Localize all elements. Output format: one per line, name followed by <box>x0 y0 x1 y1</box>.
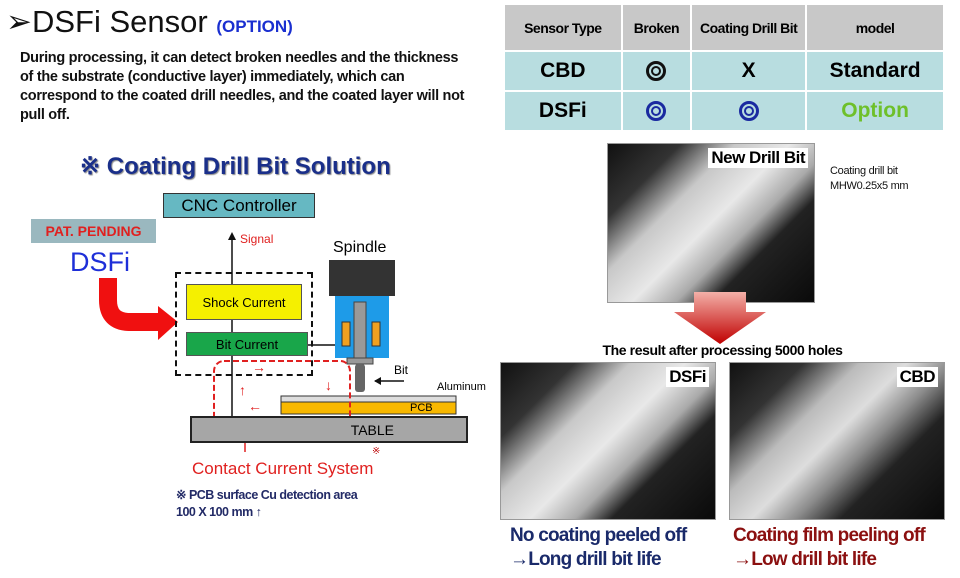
header-coating: Coating Drill Bit <box>692 5 806 50</box>
title-text: DSFi Sensor <box>31 4 208 39</box>
double-circle-icon <box>622 92 691 130</box>
dsfi-label: DSFi <box>70 247 130 277</box>
new-drill-photo: New Drill Bit <box>607 143 815 303</box>
svg-text:↑: ↑ <box>239 382 246 398</box>
double-circle-icon <box>622 52 691 90</box>
dsfi-photo-label: DSFi <box>666 367 709 387</box>
table-block: TABLE <box>190 416 468 443</box>
signal-label: Signal <box>240 232 274 246</box>
cbd-photo-label: CBD <box>896 367 938 387</box>
bit-label: Bit <box>394 363 409 377</box>
header-model: model <box>807 5 943 50</box>
page-title: ➢DSFi Sensor (OPTION) <box>6 4 293 40</box>
cell-model: Option <box>807 92 943 130</box>
down-arrow-icon <box>674 292 766 344</box>
patent-pending-label: PAT. PENDING <box>31 219 156 243</box>
double-circle-icon <box>692 92 806 130</box>
cell-coating: X <box>692 52 806 90</box>
dsfi-caption: No coating peeled off→Long drill bit lif… <box>510 525 687 570</box>
spindle-head <box>329 260 395 296</box>
cnc-controller-box: CNC Controller <box>163 193 315 218</box>
header-sensor-type: Sensor Type <box>505 5 621 50</box>
header-broken: Broken <box>622 5 691 50</box>
table-row: DSFi Option <box>505 92 943 130</box>
spindle-label: Spindle <box>333 239 387 256</box>
svg-text:←: ← <box>248 398 262 414</box>
cell-type: DSFi <box>505 92 621 130</box>
pcb-label: PCB <box>410 402 433 414</box>
diagram-lines: → ↓ ↑ ← <box>99 232 457 452</box>
description: During processing, it can detect broken … <box>20 50 465 123</box>
solution-heading: ※ Coating Drill Bit Solution <box>80 153 391 180</box>
cbd-result-photo: CBD <box>729 362 945 520</box>
new-drill-label: New Drill Bit <box>708 148 808 168</box>
svg-text:→: → <box>252 359 266 375</box>
bullet-icon: ➢ <box>6 4 32 39</box>
aluminum-label: Aluminum <box>437 381 486 393</box>
note-mark: ※ <box>372 446 381 457</box>
cbd-caption: Coating film peeling off→Low drill bit l… <box>733 525 926 570</box>
svg-text:↓: ↓ <box>325 377 332 393</box>
red-arrow-icon <box>99 278 160 331</box>
shock-current-box: Shock Current <box>186 284 302 320</box>
cell-model: Standard <box>807 52 943 90</box>
cell-type: CBD <box>505 52 621 90</box>
dsfi-result-photo: DSFi <box>500 362 716 520</box>
dsfi-module-boundary <box>175 272 313 376</box>
option-tag: (OPTION) <box>216 17 293 36</box>
bit-current-box: Bit Current <box>186 332 308 356</box>
contact-current-label: Contact Current System <box>192 459 374 478</box>
result-heading: The result after processing 5000 holes <box>602 342 843 358</box>
drill-bit <box>355 364 365 392</box>
